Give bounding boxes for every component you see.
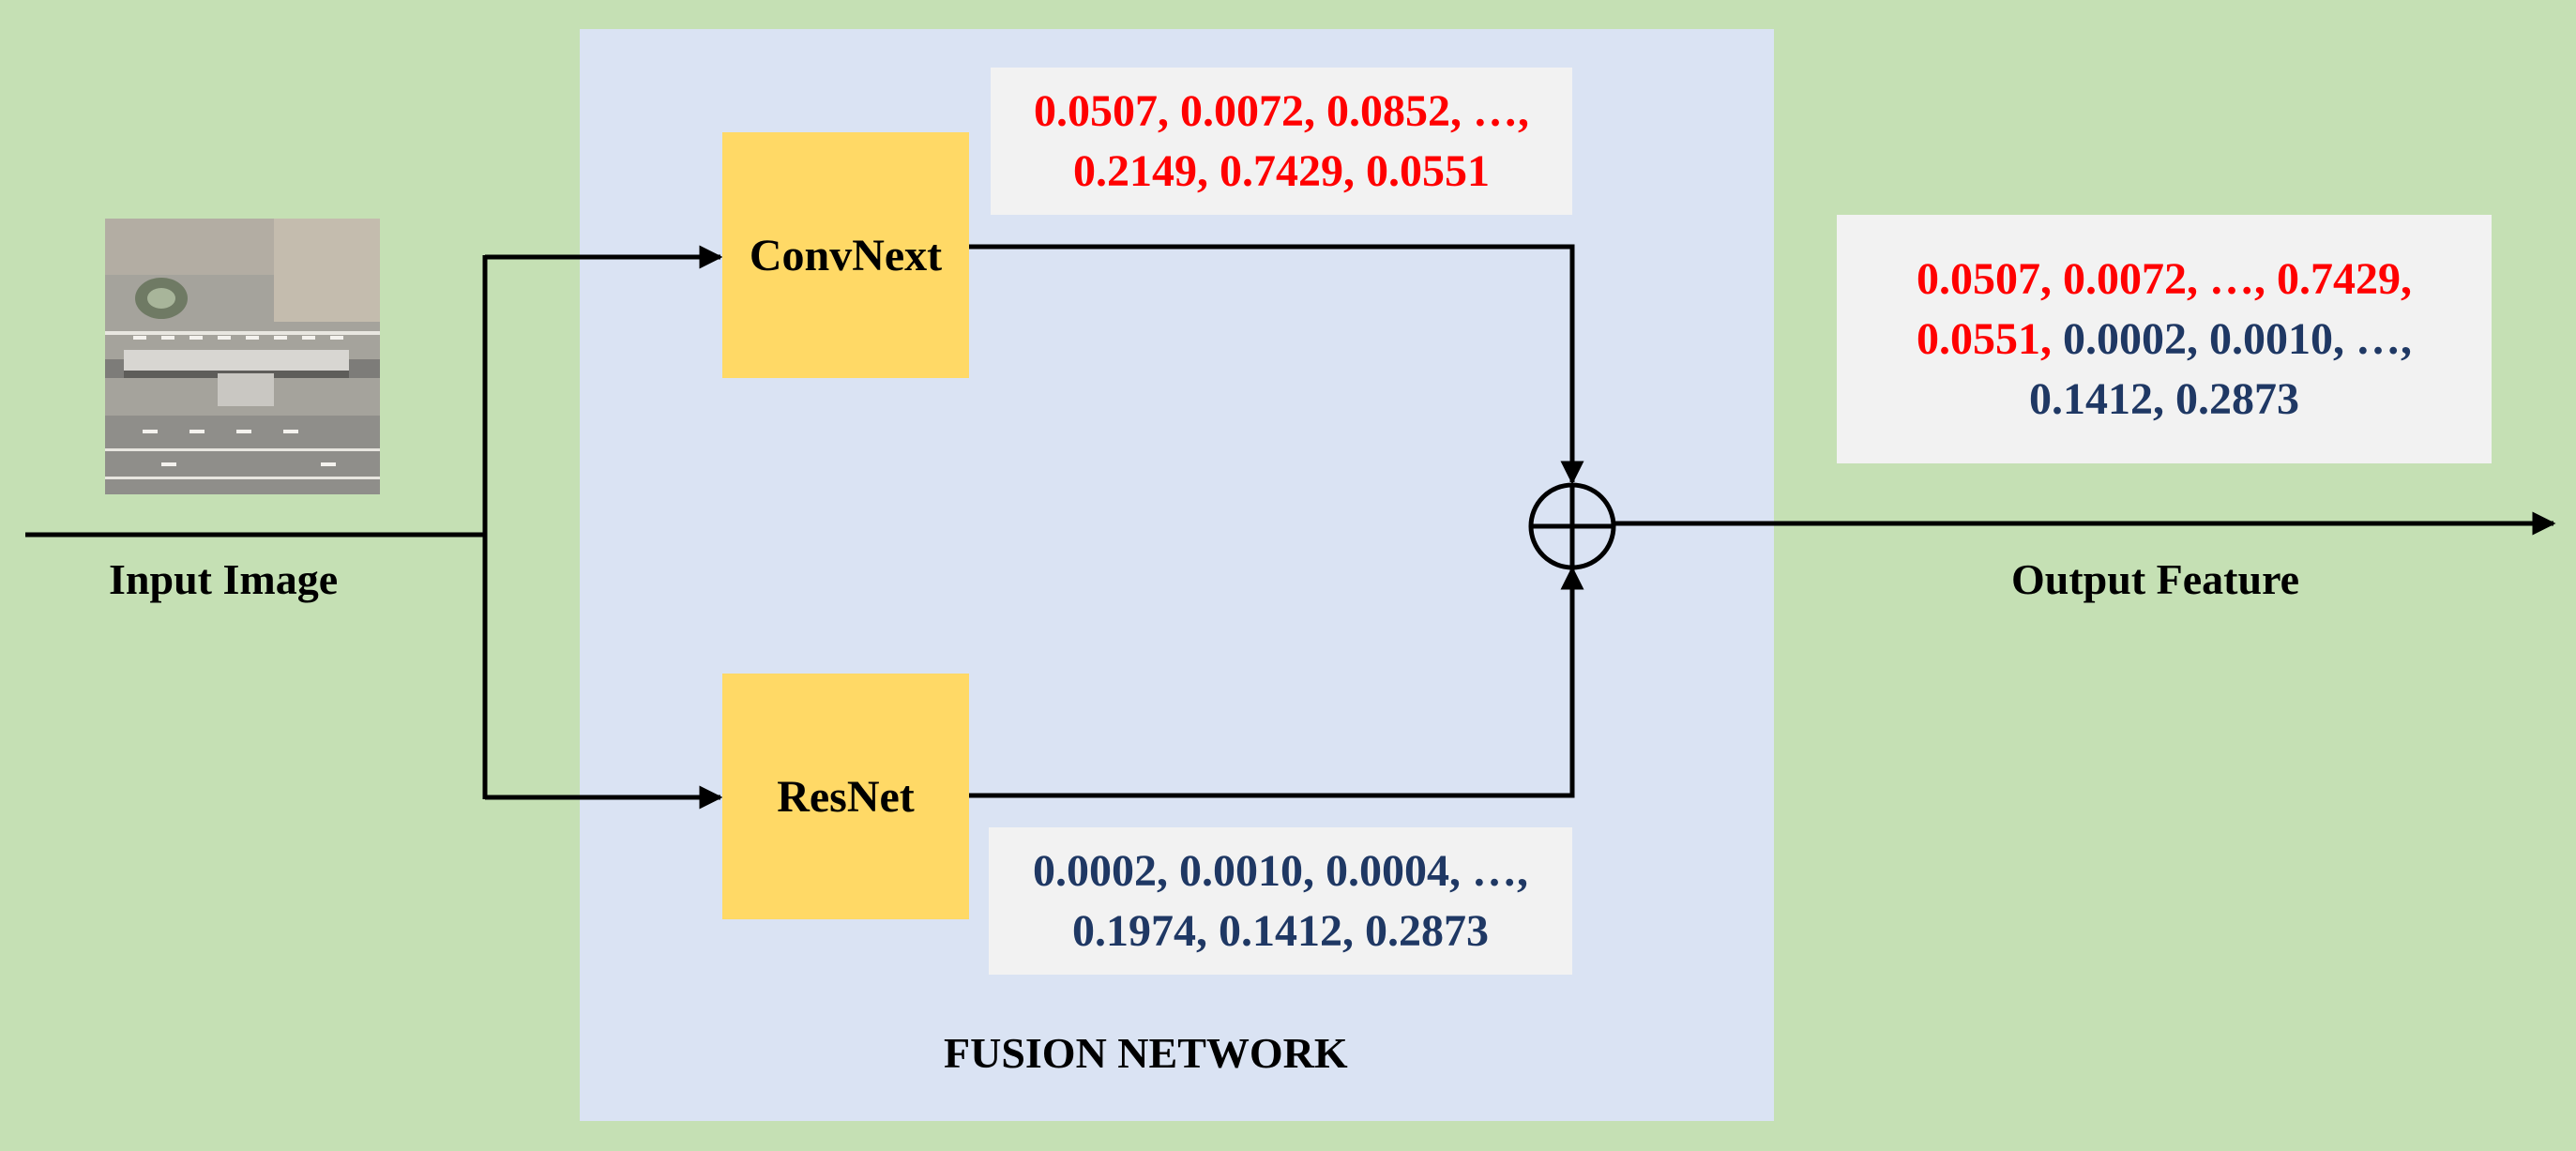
output-feature-label: Output Feature — [2011, 555, 2300, 603]
convnext-label: ConvNext — [749, 230, 943, 280]
output-vector-line-2-navy: 0.0002, 0.0010, …, — [2052, 313, 2412, 364]
output-vector-line-2: 0.0551, 0.0002, 0.0010, …, — [1917, 310, 2412, 370]
resnet-vector-line-1: 0.0002, 0.0010, 0.0004, …, — [1033, 845, 1528, 896]
convnext-vector-line-2: 0.2149, 0.7429, 0.0551 — [1073, 145, 1490, 196]
output-vector-line-2-red: 0.0551, — [1917, 313, 2052, 364]
resnet-to-sum — [969, 566, 1584, 798]
resnet-label: ResNet — [777, 771, 915, 822]
output-vector-line-3: 0.1412, 0.2873 — [2029, 373, 2299, 424]
input-image-label: Input Image — [109, 555, 339, 603]
convnext-to-sum — [969, 244, 1584, 485]
aerial-airport-image — [105, 219, 380, 494]
resnet-feature-vector: 0.0002, 0.0010, 0.0004, …, 0.1974, 0.141… — [989, 827, 1572, 975]
resnet-vector-line-2: 0.1974, 0.1412, 0.2873 — [1072, 905, 1489, 956]
output-feature-vector: 0.0507, 0.0072, …, 0.7429, 0.0551, 0.000… — [1837, 215, 2492, 463]
input-image-thumbnail — [105, 219, 380, 494]
convnext-feature-vector: 0.0507, 0.0072, 0.0852, …, 0.2149, 0.742… — [991, 68, 1572, 215]
resnet-block: ResNet — [722, 674, 969, 919]
convnext-block: ConvNext — [722, 132, 969, 378]
output-vector-line-1: 0.0507, 0.0072, …, 0.7429, — [1917, 253, 2412, 304]
convnext-vector-line-1: 0.0507, 0.0072, 0.0852, …, — [1034, 85, 1529, 136]
fusion-network-title: FUSION NETWORK — [944, 1029, 1348, 1077]
sum-operator-icon — [1528, 482, 1616, 570]
